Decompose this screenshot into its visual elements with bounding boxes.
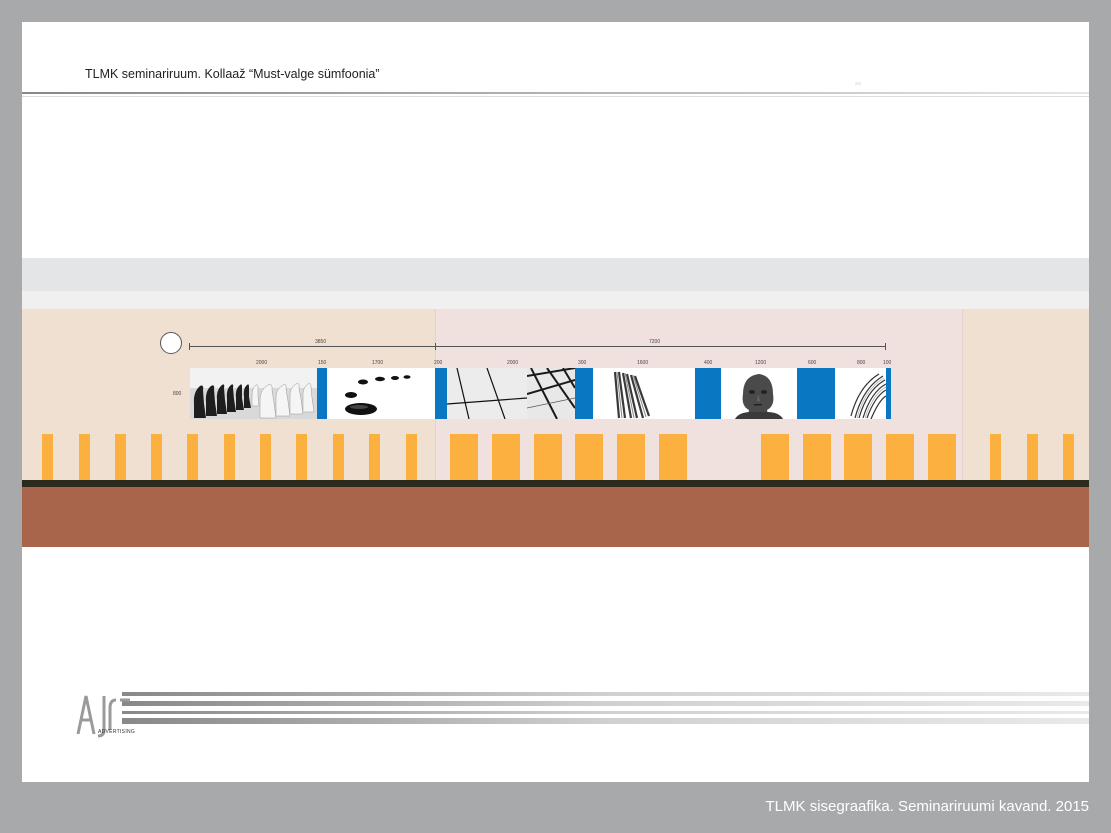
orange-post: [406, 434, 417, 486]
wall-socket-circle: [160, 332, 182, 354]
orange-post: [990, 434, 1001, 486]
chess-knights-photo: [190, 368, 317, 419]
total-dim-left: 3850: [315, 339, 327, 345]
orange-post-wide: [534, 434, 562, 486]
segment-dim: 200: [434, 360, 443, 366]
segment-dim: 2000: [256, 360, 268, 366]
spiral-coil-photo: [835, 368, 886, 419]
dimension-tick: [435, 343, 436, 350]
segment-dim: 2000: [507, 360, 519, 366]
orange-post: [260, 434, 271, 486]
dimension-line: [189, 346, 885, 347]
white-tiles-photo: [447, 368, 527, 419]
orange-post: [151, 434, 162, 486]
orange-post-wide: [803, 434, 831, 486]
orange-post-wide: [575, 434, 603, 486]
orange-post-wide: [659, 434, 687, 486]
orange-post-wide: [450, 434, 478, 486]
blue-strip: [797, 368, 835, 419]
orange-post: [224, 434, 235, 486]
segment-dim: 150: [318, 360, 327, 366]
blue-strip: [575, 368, 593, 419]
blue-strip: [317, 368, 327, 419]
segment-dim: 300: [578, 360, 587, 366]
segment-dim: 1600: [637, 360, 649, 366]
orange-post-wide: [844, 434, 872, 486]
orange-post: [79, 434, 90, 486]
glass-roof-photo: [527, 368, 575, 419]
dimension-tick: [189, 343, 190, 350]
orange-post: [1063, 434, 1074, 486]
sheet-title: TLMK seminariruum. Kollaaž “Must-valge s…: [85, 67, 380, 81]
logo-caption: ADVERTISING: [98, 729, 136, 735]
orange-post: [42, 434, 53, 486]
segment-dim: 800: [857, 360, 866, 366]
blue-strip: [886, 368, 891, 419]
segment-dim: 600: [808, 360, 817, 366]
decorative-silver-bands: [122, 692, 1089, 724]
floor-band: [22, 487, 1089, 547]
segment-dim: 100: [883, 360, 892, 366]
segment-dim: 1700: [372, 360, 384, 366]
orange-post-wide: [928, 434, 956, 486]
ceiling-band: [22, 258, 1089, 291]
orange-post-wide: [886, 434, 914, 486]
orange-post: [333, 434, 344, 486]
title-rule: [22, 92, 1089, 94]
orange-post: [296, 434, 307, 486]
footer-caption: TLMK sisegraafika. Seminariruumi kavand.…: [765, 798, 1089, 815]
dimension-tick: [885, 343, 886, 350]
segment-dim: 400: [704, 360, 713, 366]
title-rule-secondary: [22, 96, 1089, 97]
height-dim: 800: [173, 391, 182, 397]
blue-strip: [435, 368, 447, 419]
total-dim-right: 7200: [649, 339, 661, 345]
ghost-mark: [855, 82, 861, 85]
ceiling-edge: [22, 291, 1089, 309]
orange-post-wide: [617, 434, 645, 486]
orange-post: [115, 434, 126, 486]
orange-post: [369, 434, 380, 486]
orange-post-wide: [492, 434, 520, 486]
segment-dim: 1200: [755, 360, 767, 366]
orange-post: [187, 434, 198, 486]
company-logo: [76, 695, 130, 738]
stone-head-sculpture-photo: [721, 368, 797, 419]
orange-post: [1027, 434, 1038, 486]
steel-rods-photo: [593, 368, 695, 419]
skirting-line: [22, 480, 1089, 487]
blue-strip: [695, 368, 721, 419]
orange-post-wide: [761, 434, 789, 486]
black-stones-photo: [327, 368, 435, 419]
drawing-sheet: TLMK seminariruum. Kollaaž “Must-valge s…: [22, 22, 1089, 782]
